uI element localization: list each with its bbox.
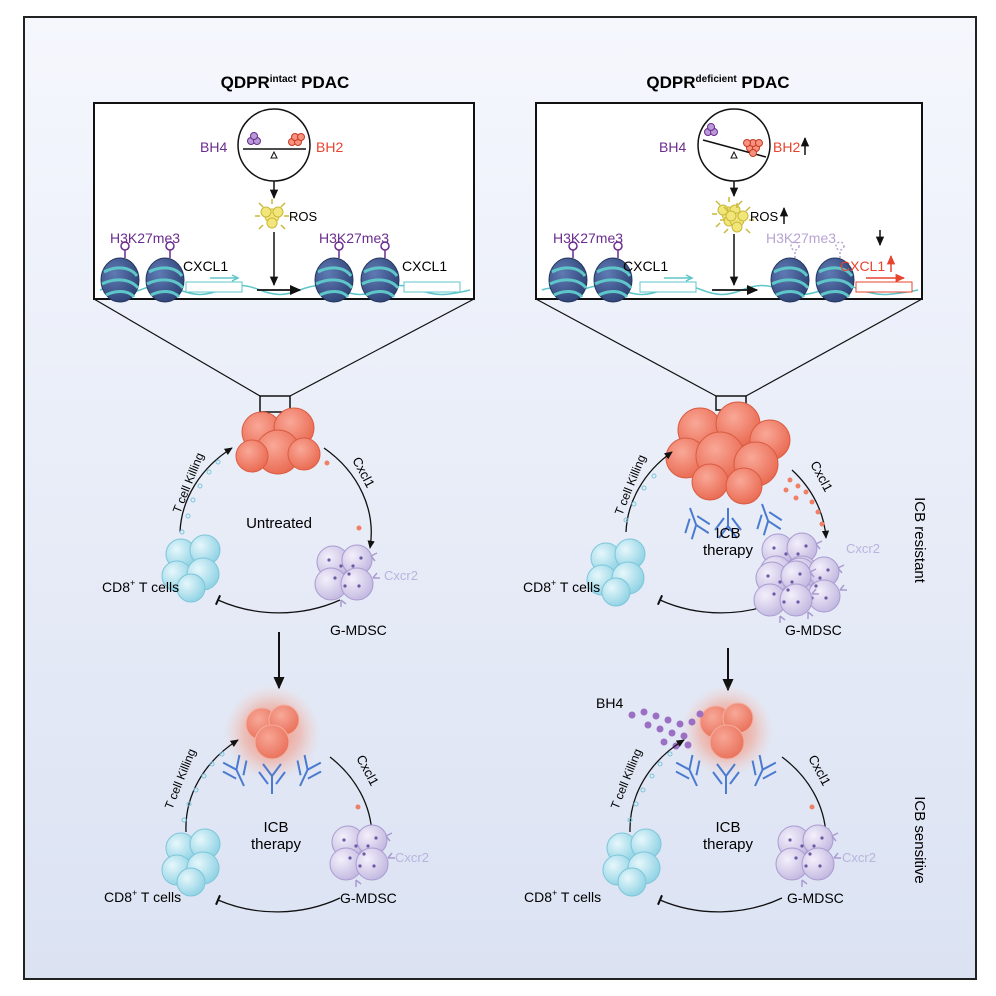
left-untreated-cxcr2: Cxcr2 xyxy=(384,568,418,583)
left-gene-after: CXCL1 xyxy=(402,258,447,274)
left-untreated-label: Untreated xyxy=(246,515,312,532)
right-resistant-tumor xyxy=(665,401,791,505)
left-bh2-label: BH2 xyxy=(316,139,343,155)
right-bh2-molecules xyxy=(743,139,763,157)
left-untreated-tumor xyxy=(235,407,321,475)
left-icb-tumor xyxy=(245,704,300,760)
right-gene-after: CXCL1 xyxy=(840,258,885,274)
side-label-resistant: ICB resistant xyxy=(911,497,928,584)
left-untreated-gmdsc: G-MDSC xyxy=(330,622,387,638)
left-bh2-molecules xyxy=(288,133,305,146)
right-sensitive-tumor xyxy=(699,702,754,760)
left-mark-after: H3K27me3 xyxy=(319,230,389,246)
left-mark-before: H3K27me3 xyxy=(110,230,180,246)
right-resistant-cd8: CD8+ T cells xyxy=(523,578,600,595)
right-ros-label: ROS xyxy=(750,209,779,224)
right-sensitive-gmdsc: G-MDSC xyxy=(787,890,844,906)
right-sensitive-icb-2: therapy xyxy=(703,836,754,853)
left-icb-cxcr2: Cxcr2 xyxy=(395,850,429,865)
right-sensitive-cd8: CD8+ T cells xyxy=(524,888,601,905)
right-methyl-marks xyxy=(568,241,623,258)
right-gene-before: CXCL1 xyxy=(623,258,668,274)
right-bh4-supplement-dots xyxy=(628,708,704,750)
right-mark-after: H3K27me3 xyxy=(766,230,836,246)
side-label-sensitive: ICB sensitive xyxy=(911,796,928,884)
right-resistant-icb-1: ICB xyxy=(715,525,740,542)
left-ros-label: ROS xyxy=(289,209,318,224)
right-bh4-supplement-label: BH4 xyxy=(596,695,623,711)
left-icb-label-2: therapy xyxy=(251,836,302,853)
left-bh4-label: BH4 xyxy=(200,139,227,155)
left-bh4-molecules xyxy=(247,132,261,145)
left-untreated-cd8: CD8+ T cells xyxy=(102,578,179,595)
left-icb-cd8: CD8+ T cells xyxy=(104,888,181,905)
right-sensitive-icb-1: ICB xyxy=(715,819,740,836)
right-bh4-label: BH4 xyxy=(659,139,686,155)
left-methyl-marks xyxy=(120,241,390,258)
left-icb-label-1: ICB xyxy=(263,819,288,836)
right-bh2-label: BH2 xyxy=(773,139,800,155)
right-panel-title: QDPRdeficient PDAC xyxy=(646,73,789,92)
right-resistant-icb-2: therapy xyxy=(703,542,754,559)
left-gene-before: CXCL1 xyxy=(183,258,228,274)
right-resistant-cxcr2: Cxcr2 xyxy=(846,541,880,556)
left-panel-title: QDPRintact PDAC xyxy=(221,73,350,92)
right-resistant-gmdsc: G-MDSC xyxy=(785,622,842,638)
left-icb-gmdsc: G-MDSC xyxy=(340,890,397,906)
right-bh4-molecules xyxy=(704,123,718,136)
right-mark-before: H3K27me3 xyxy=(553,230,623,246)
right-sensitive-cxcr2: Cxcr2 xyxy=(842,850,876,865)
